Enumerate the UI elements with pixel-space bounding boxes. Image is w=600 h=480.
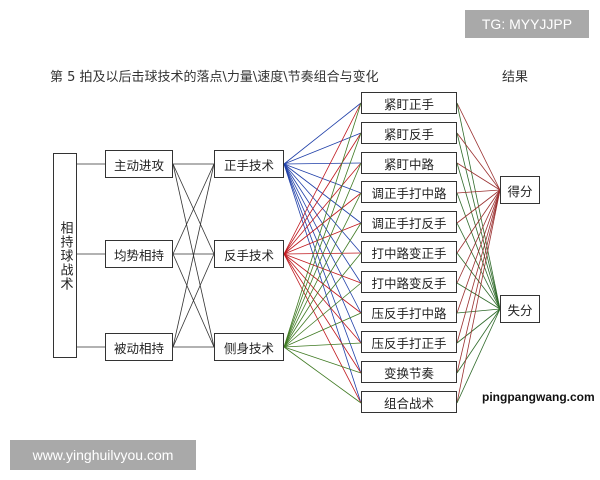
placement-label: 压反手打正手 (371, 335, 447, 351)
placement-label: 调正手打反手 (371, 215, 447, 231)
result-column-title: 结果 (502, 70, 529, 85)
placement-result-line (456, 308, 501, 314)
technique-placement-line (283, 253, 362, 344)
technique-placement-line (283, 346, 362, 374)
mode-technique-line (172, 163, 215, 348)
result-box-lose: 失分 (500, 295, 540, 323)
result-box-score: 得分 (500, 176, 540, 204)
placement-label: 打中路变正手 (371, 245, 447, 261)
technique-box-pivot: 侧身技术 (214, 333, 284, 361)
placement-label: 变换节奏 (383, 365, 434, 381)
placement-label: 组合战术 (383, 395, 434, 411)
placement-label: 紧盯正手 (383, 96, 434, 112)
technique-placement-line (283, 162, 362, 165)
technique-placement-line (283, 132, 362, 255)
placement-result-line (456, 189, 501, 314)
placement-label: 打中路变反手 (371, 275, 447, 291)
mode-box-balanced-rally: 均势相持 (105, 240, 173, 268)
technique-placement-line (283, 312, 362, 348)
watermark-site: pingpangwang.com (482, 390, 595, 404)
placement-result-line (456, 189, 501, 344)
mode-box-passive-rally: 被动相持 (105, 333, 173, 361)
technique-label: 侧身技术 (223, 340, 274, 356)
placement-box: 压反手打正手 (361, 331, 457, 353)
tactic-box: 相持球战术 (53, 153, 77, 358)
tactic-label: 相持球战术 (57, 220, 73, 291)
technique-placement-line (283, 282, 362, 348)
placement-label: 压反手打中路 (371, 305, 447, 321)
placement-result-line (456, 308, 501, 344)
mode-box-active-attack: 主动进攻 (105, 150, 173, 178)
placement-box: 调正手打反手 (361, 211, 457, 233)
technique-placement-line (283, 162, 362, 255)
technique-placement-line (283, 132, 362, 348)
mode-technique-line (172, 253, 215, 348)
placement-box: 组合战术 (361, 391, 457, 413)
technique-placement-line (283, 102, 362, 348)
watermark-tg: TG: MYYJJPP (465, 10, 589, 38)
placement-result-line (456, 162, 501, 191)
result-label: 得分 (507, 183, 533, 199)
technique-placement-line (283, 253, 362, 404)
placement-result-line (456, 308, 501, 404)
technique-placement-line (283, 253, 362, 374)
technique-placement-line (283, 342, 362, 348)
technique-placement-line (283, 253, 362, 284)
placement-label: 紧盯中路 (383, 156, 434, 172)
technique-placement-line (283, 222, 362, 348)
placement-result-line (456, 189, 501, 224)
technique-placement-line (283, 102, 362, 165)
diagram-title: 第 5 拍及以后击球技术的落点\力量\速度\节奏组合与变化 (50, 70, 379, 85)
technique-placement-line (283, 253, 362, 314)
technique-placement-line (283, 192, 362, 348)
placement-box: 变换节奏 (361, 361, 457, 383)
technique-placement-line (283, 222, 362, 255)
technique-box-forehand: 正手技术 (214, 150, 284, 178)
placement-label: 紧盯反手 (383, 126, 434, 142)
placement-box: 紧盯正手 (361, 92, 457, 114)
technique-placement-line (283, 252, 362, 255)
placement-box: 压反手打中路 (361, 301, 457, 323)
mode-label: 主动进攻 (113, 157, 164, 173)
technique-label: 正手技术 (223, 157, 274, 173)
watermark-url: www.yinghuilvyou.com (10, 440, 196, 470)
placement-box: 打中路变反手 (361, 271, 457, 293)
technique-placement-line (283, 252, 362, 348)
placement-label: 调正手打中路 (371, 185, 447, 201)
technique-label: 反手技术 (223, 247, 274, 263)
placement-result-line (456, 102, 501, 191)
technique-box-backhand: 反手技术 (214, 240, 284, 268)
placement-result-line (456, 189, 501, 374)
placement-box: 打中路变正手 (361, 241, 457, 263)
placement-result-line (456, 189, 501, 404)
technique-placement-line (283, 102, 362, 255)
result-label: 失分 (507, 302, 533, 318)
technique-placement-line (283, 132, 362, 165)
mode-technique-line (172, 163, 215, 255)
mode-label: 被动相持 (113, 340, 164, 356)
placement-result-line (456, 189, 501, 284)
technique-placement-line (283, 346, 362, 404)
placement-box: 调正手打中路 (361, 181, 457, 203)
placement-result-line (456, 189, 501, 194)
placement-result-line (456, 132, 501, 191)
placement-box: 紧盯中路 (361, 152, 457, 174)
placement-box: 紧盯反手 (361, 122, 457, 144)
technique-placement-line (283, 192, 362, 255)
mode-label: 均势相持 (113, 247, 164, 263)
placement-result-line (456, 308, 501, 374)
placement-result-line (456, 189, 501, 254)
technique-placement-line (283, 162, 362, 348)
